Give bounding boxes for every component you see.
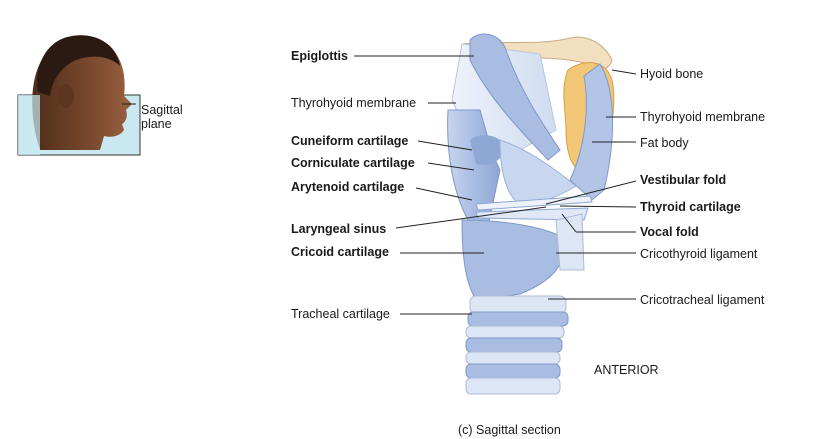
leader-lines xyxy=(354,55,637,315)
cricoid-cartilage xyxy=(461,219,561,301)
figure-caption: (c) Sagittal section xyxy=(458,423,561,437)
label-tracheal-cartilage: Tracheal cartilage xyxy=(291,307,390,321)
corniculate-cartilage xyxy=(470,135,506,166)
sagittal-plane-label-line1: Sagittal xyxy=(141,103,183,117)
label-thyroid-cartilage: Thyroid cartilage xyxy=(640,200,741,214)
label-cricoid-cartilage: Cricoid cartilage xyxy=(291,245,389,259)
thyroid-cartilage xyxy=(569,63,613,201)
epiglottis xyxy=(469,33,561,161)
label-epiglottis: Epiglottis xyxy=(291,49,348,63)
label-arytenoid-cartilage: Arytenoid cartilage xyxy=(291,180,405,194)
label-cuneiform-cartilage: Cuneiform cartilage xyxy=(291,134,409,148)
label-vestibular-fold: Vestibular fold xyxy=(640,173,727,187)
label-thyrohyoid-membrane-left: Thyrohyoid membrane xyxy=(291,96,417,110)
orientation-label: ANTERIOR xyxy=(594,363,659,377)
sagittal-plane-label-line2: plane xyxy=(141,117,172,131)
label-cricothyroid-ligament: Cricothyroid ligament xyxy=(640,247,758,261)
label-laryngeal-sinus: Laryngeal sinus xyxy=(291,222,387,236)
label-hyoid-bone: Hyoid bone xyxy=(640,67,704,81)
label-corniculate-cartilage: Corniculate cartilage xyxy=(291,156,415,170)
head-illustration xyxy=(18,35,132,155)
label-thyrohyoid-membrane-right: Thyrohyoid membrane xyxy=(640,110,766,124)
label-fat-body: Fat body xyxy=(640,136,689,150)
vocal-fold xyxy=(475,207,589,221)
trachea xyxy=(465,295,569,395)
larynx-sagittal-section xyxy=(447,33,615,395)
laryngeal-vestibule xyxy=(499,139,577,205)
cricothyroid-ligament xyxy=(555,213,585,271)
label-vocal-fold: Vocal fold xyxy=(640,225,699,239)
label-cricotracheal-ligament: Cricotracheal ligament xyxy=(640,293,765,307)
